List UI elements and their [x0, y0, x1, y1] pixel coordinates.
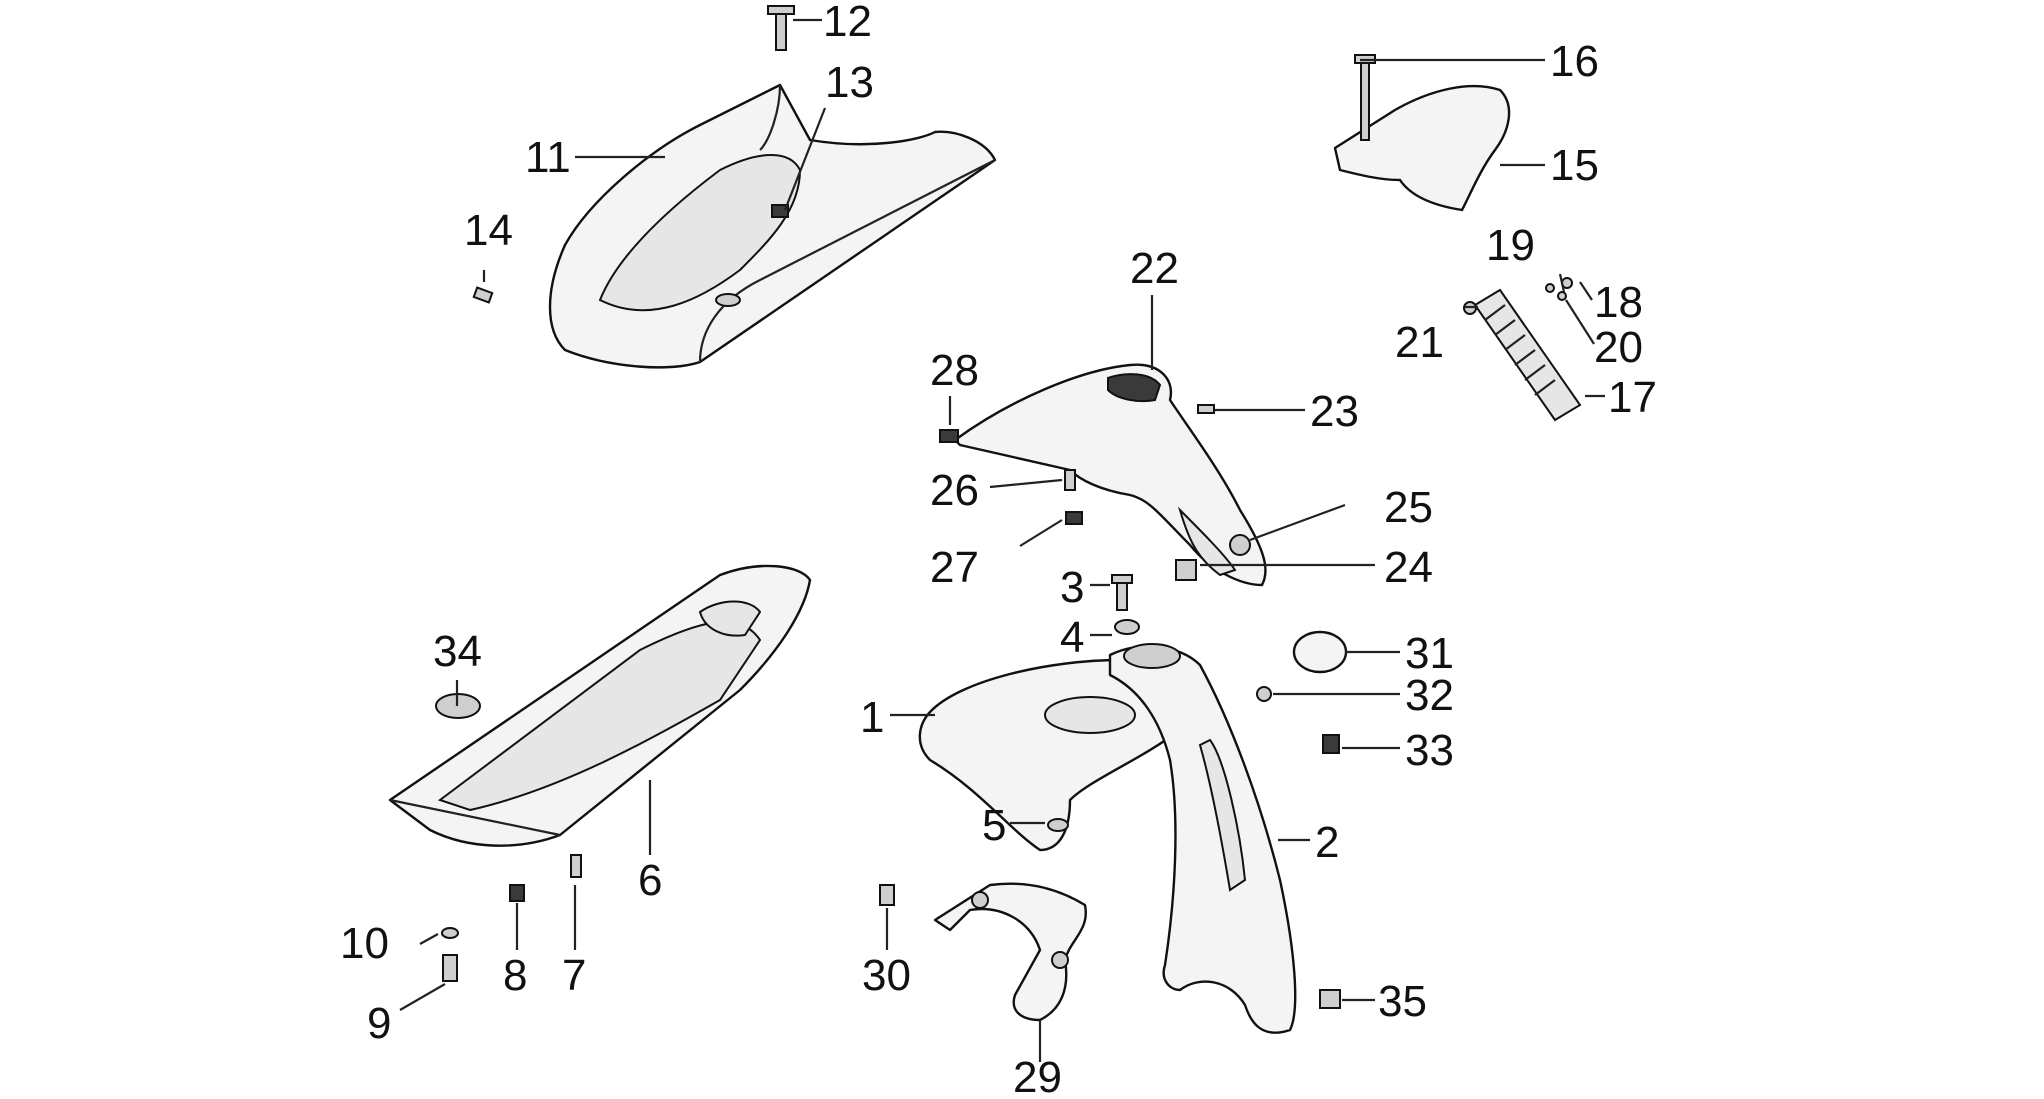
- callout-32: 32: [1405, 671, 1454, 720]
- callout-1: 1: [860, 693, 884, 742]
- callout-4: 4: [1060, 613, 1084, 662]
- callout-17: 17: [1608, 373, 1657, 422]
- callout-15: 15: [1550, 141, 1599, 190]
- callout-24: 24: [1384, 543, 1433, 592]
- callout-6: 6: [638, 856, 662, 905]
- callout-34: 34: [433, 627, 482, 676]
- part-29-bracket: [933, 882, 1087, 1022]
- callout-8: 8: [503, 951, 527, 1000]
- callout-31: 31: [1405, 629, 1454, 678]
- part-2-fender-bracket: [1108, 643, 1297, 1034]
- callout-14: 14: [464, 206, 513, 255]
- callout-27: 27: [930, 543, 979, 592]
- part-22-rear-fender: [953, 363, 1267, 587]
- callout-5: 5: [982, 801, 1006, 850]
- callout-10: 10: [340, 919, 389, 968]
- callout-7: 7: [562, 951, 586, 1000]
- callout-35: 35: [1378, 977, 1427, 1026]
- part-1-front-fender: [918, 658, 1189, 852]
- part-6-lower-cover: [388, 564, 812, 847]
- callout-20: 20: [1594, 323, 1643, 372]
- callout-12: 12: [823, 0, 872, 46]
- callout-18: 18: [1594, 278, 1643, 327]
- callout-25: 25: [1384, 483, 1433, 532]
- callout-30: 30: [862, 951, 911, 1000]
- callout-29: 29: [1013, 1053, 1062, 1099]
- callout-13: 13: [825, 58, 874, 107]
- callout-3: 3: [1060, 563, 1084, 612]
- callout-33: 33: [1405, 726, 1454, 775]
- callout-23: 23: [1310, 387, 1359, 436]
- callout-22: 22: [1130, 244, 1179, 293]
- part-11-rear-cover: [548, 83, 997, 369]
- part-17-grille: [1473, 288, 1582, 422]
- callout-19: 19: [1486, 221, 1535, 270]
- part-15-top-cover: [1333, 84, 1511, 212]
- callout-26: 26: [930, 466, 979, 515]
- callout-11: 11: [525, 133, 571, 182]
- callout-21: 21: [1395, 318, 1444, 367]
- leader-lines: [399, 18, 1605, 1062]
- callout-2: 2: [1315, 818, 1339, 867]
- callout-16: 16: [1550, 37, 1599, 86]
- callout-28: 28: [930, 346, 979, 395]
- callout-9: 9: [367, 999, 391, 1048]
- hardware-fasteners: [441, 5, 1573, 1009]
- callout-labels: 12 13 11 14 16 15 19 18 21 20 17 22 28 2…: [340, 0, 1657, 1099]
